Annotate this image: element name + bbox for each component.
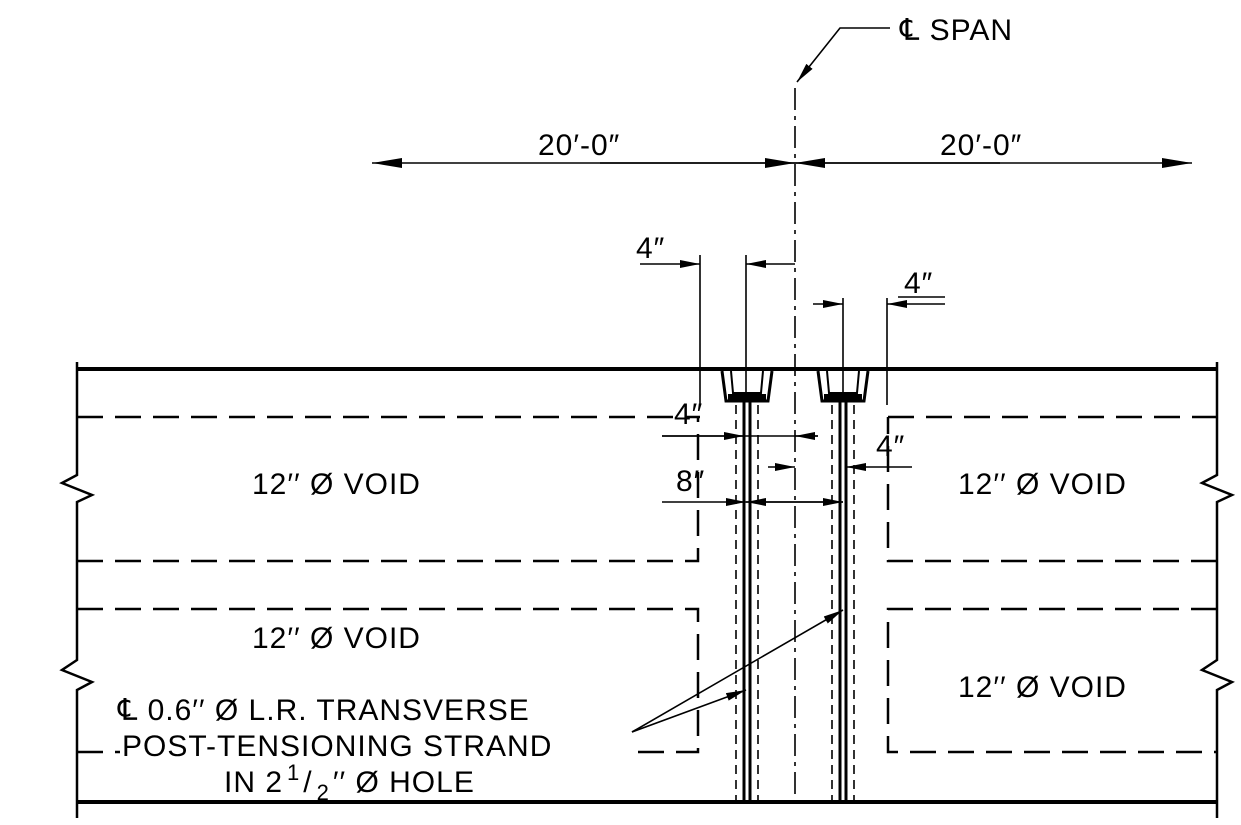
strand-holes [735, 405, 855, 802]
void-outlines [77, 415, 1217, 754]
mid-dimensions [662, 432, 912, 506]
void-bottom-right [886, 607, 1217, 754]
strand-leaders [631, 609, 844, 733]
slab-outline [59, 362, 1236, 818]
dim-4-top-right-label: 4″ [904, 267, 933, 300]
void-top-right-label: 12′′ Ø VOID [958, 468, 1127, 501]
void-bottom-right-label: 12′′ Ø VOID [958, 671, 1127, 704]
dim-8-label: 8″ [676, 465, 705, 498]
void-bottom-left [77, 607, 700, 754]
dim-left-label: 20′-0″ [538, 129, 620, 162]
dim-4-mid-right-label: 4″ [876, 430, 905, 463]
dim-right-label: 20′-0″ [940, 129, 1022, 162]
void-top-right-side [886, 417, 1217, 563]
strand-callout-line3: IN 2 1 / 2 ′′ Ø HOLE [224, 760, 475, 805]
void-top-left-label: 12′′ Ø VOID [252, 468, 421, 501]
strand-callout-line1: ℄ 0.6′′ Ø L.R. TRANSVERSE [117, 694, 530, 727]
right-break-line [1199, 362, 1236, 818]
top-dimensions [640, 255, 945, 405]
anchor-plate-left [728, 394, 766, 401]
cl-span-leader [796, 27, 890, 83]
dim-4-mid-left-label: 4″ [674, 398, 703, 431]
dim-4-top-left-label: 4″ [636, 232, 665, 265]
void-top-left-side [77, 417, 700, 563]
void-bottom-left-label: 12′′ Ø VOID [252, 622, 421, 655]
cl-span-label: ℄ SPAN [899, 14, 1013, 47]
left-break-line [59, 362, 96, 818]
strand-callout-line2: POST-TENSIONING STRAND [122, 730, 552, 763]
